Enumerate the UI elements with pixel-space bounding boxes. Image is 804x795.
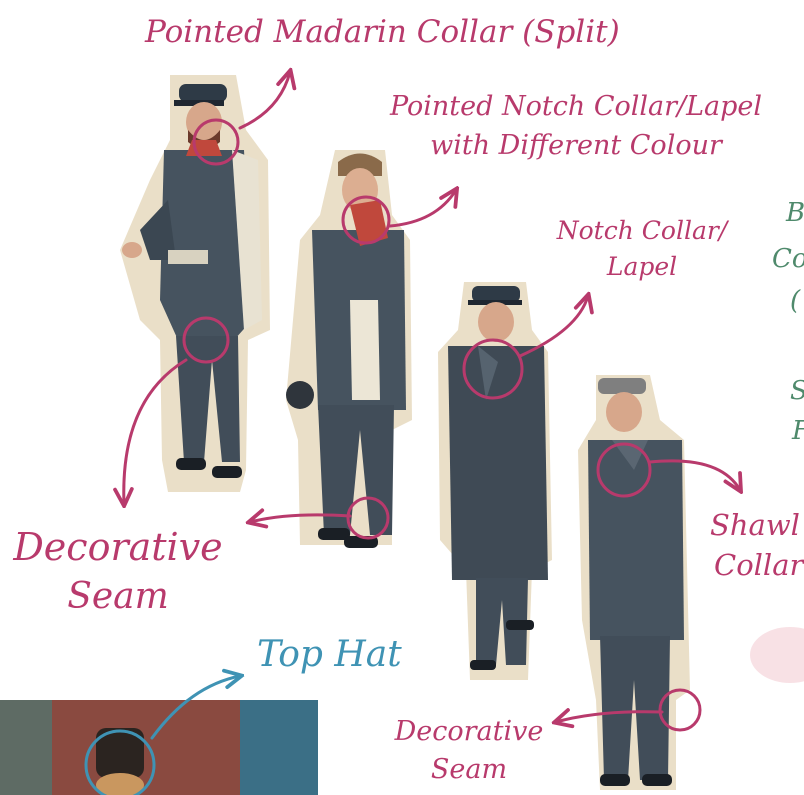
notch-collar-label-line2: Lapel (542, 254, 742, 280)
decorative-seam-label-left-line2: Seam (2, 578, 234, 616)
shawl-collar-label-line1: Shawl (710, 510, 800, 540)
partial-edge-text: B (786, 200, 804, 227)
top-hat-label: Top Hat (257, 636, 402, 674)
notch-collar-different-colour-label-line2: with Different Colour (386, 132, 766, 160)
notch-collar-different-colour-label-line1: Pointed Notch Collar/Lapel (386, 93, 766, 121)
partial-edge-text: S (790, 378, 804, 405)
partial-edge-text: F (792, 418, 804, 445)
partial-edge-text: ( (790, 288, 800, 315)
photo-fragment (0, 700, 318, 795)
mandarin-collar-label: Pointed Madarin Collar (Split) (145, 16, 620, 49)
notch-collar-label-line1: Notch Collar/ (542, 218, 742, 244)
decorative-seam-label-bottom-line2: Seam (384, 756, 554, 784)
uniformed-man-figure (438, 282, 552, 680)
uniformed-man-figure (286, 150, 412, 548)
decorative-seam-label-bottom-line1: Decorative (384, 718, 554, 746)
shawl-collar-label-line2: Collar (714, 550, 803, 580)
arrow (390, 190, 456, 226)
pink-smudge (750, 627, 804, 683)
partial-edge-text: Co (772, 246, 804, 273)
arrow (240, 72, 290, 128)
decorative-seam-label-left-line1: Decorative (2, 528, 234, 568)
